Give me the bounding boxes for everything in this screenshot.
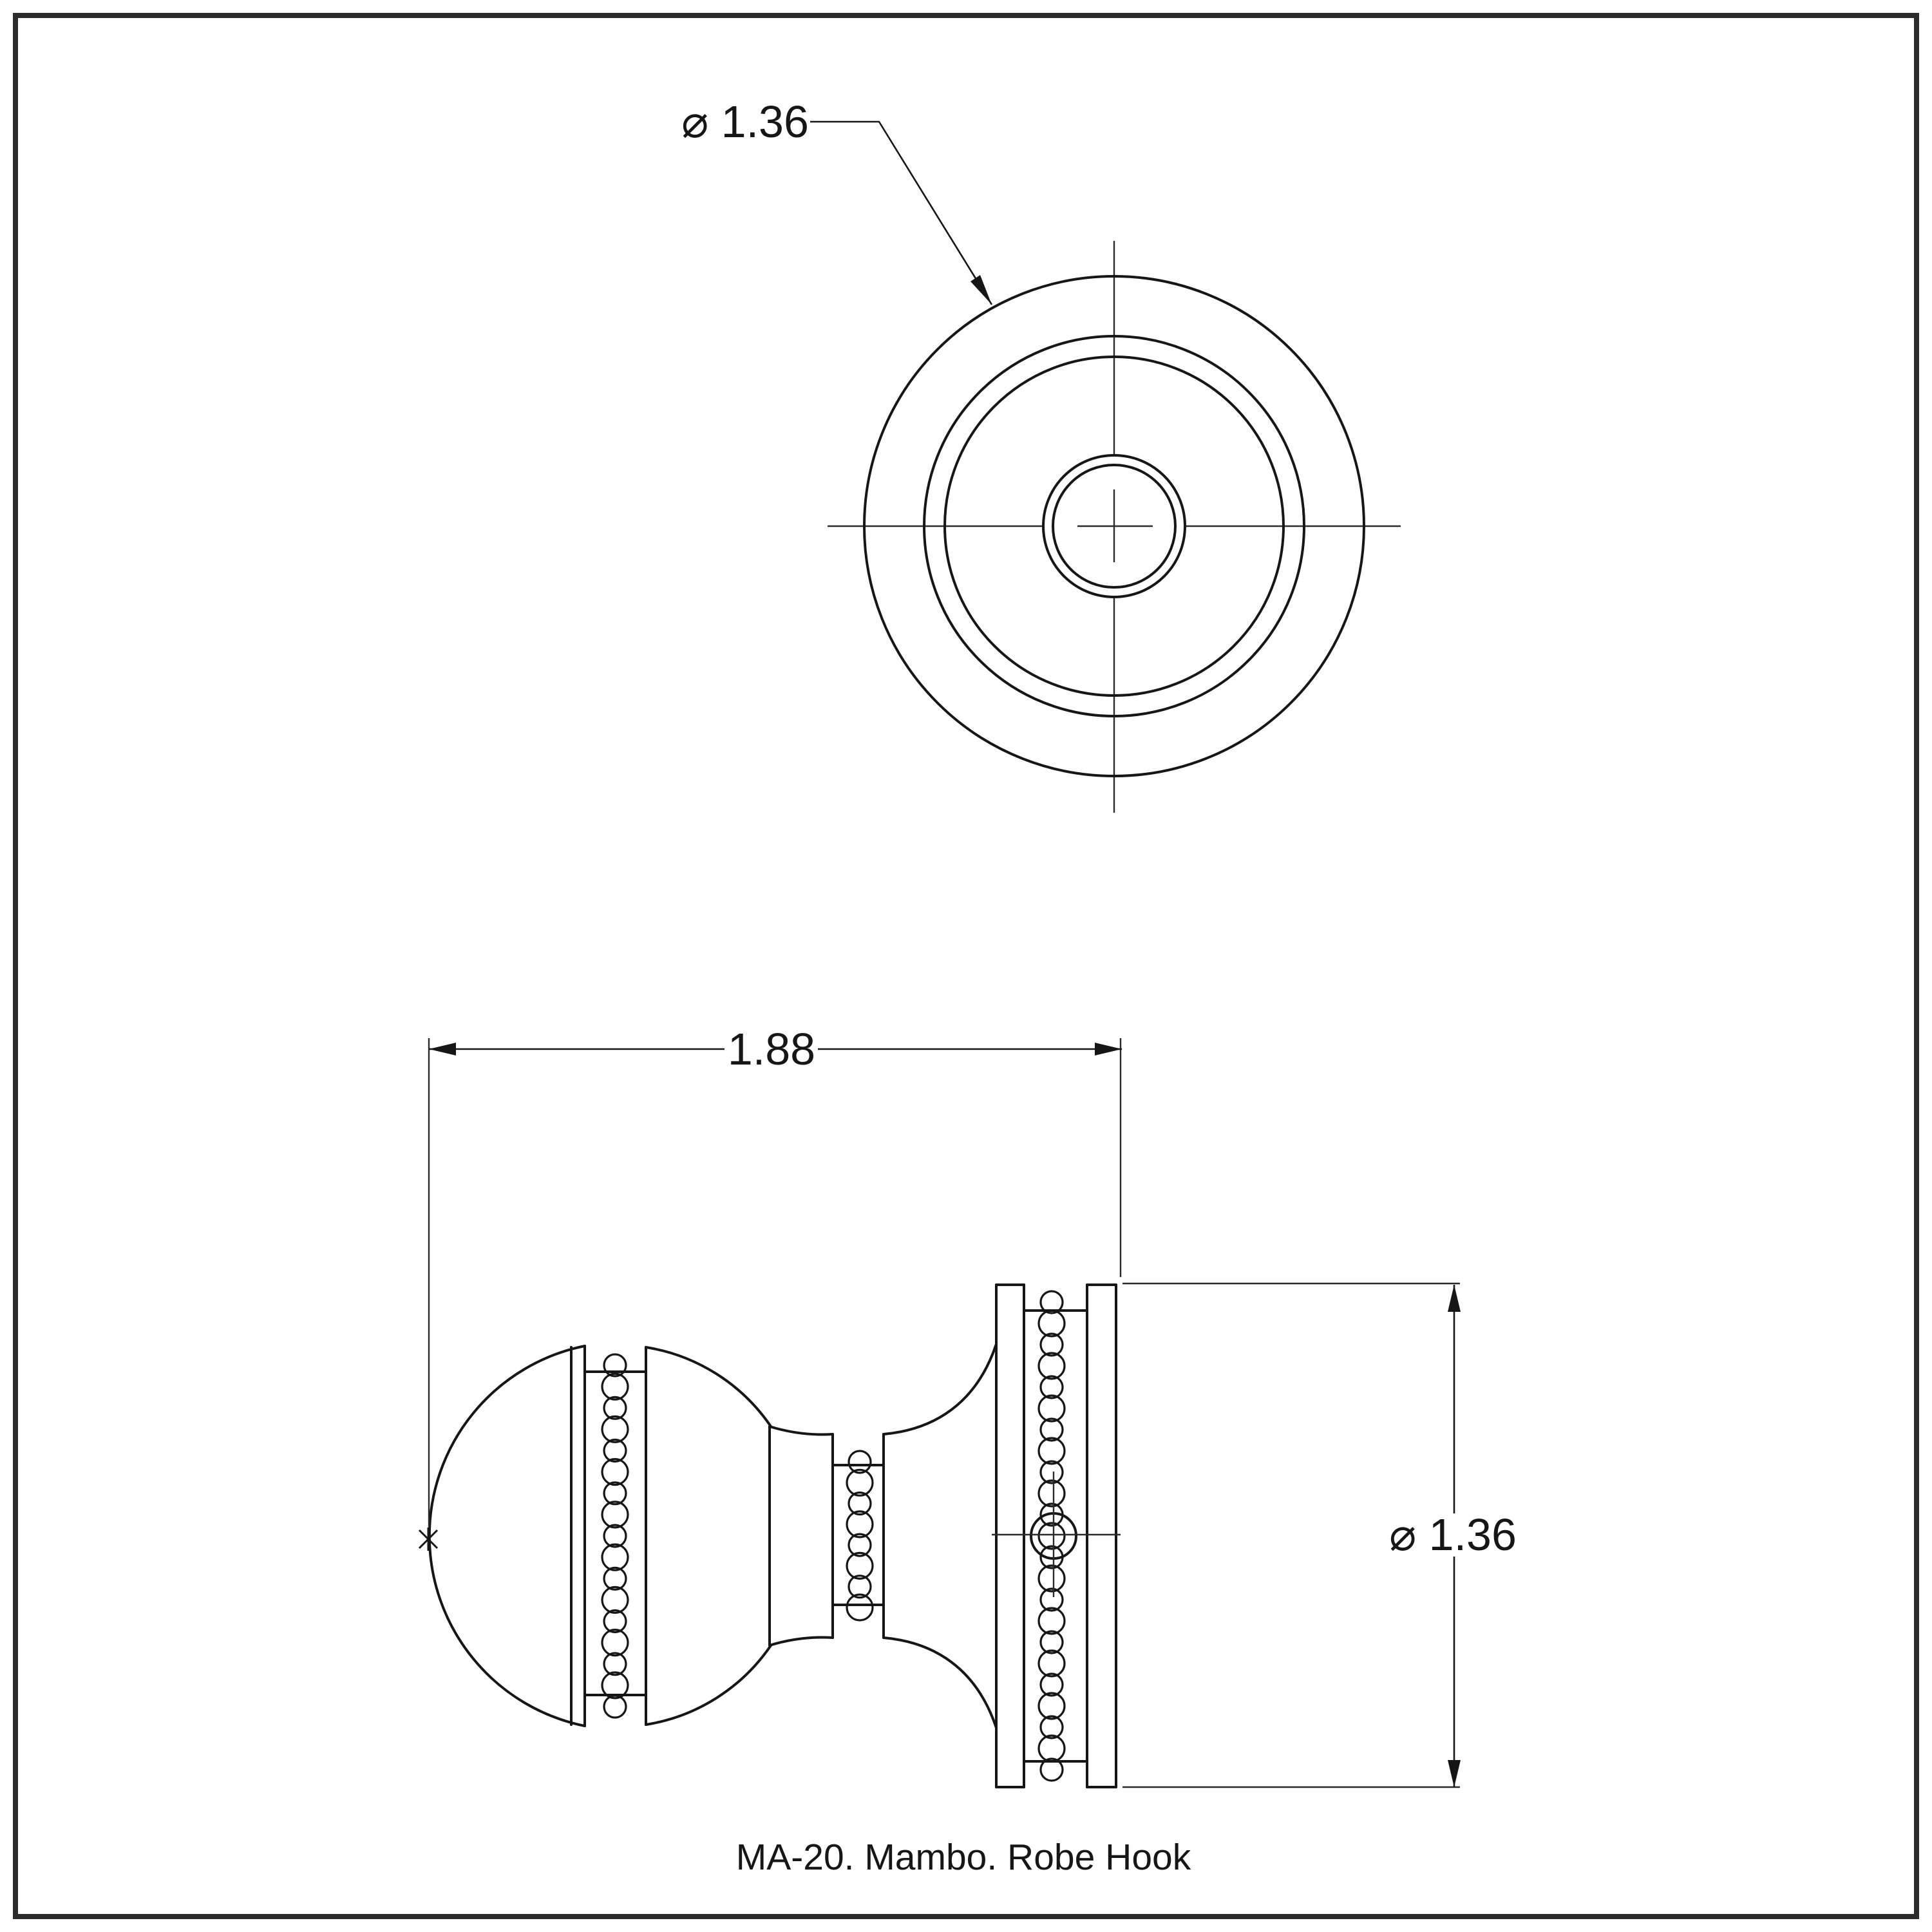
rim-circle xyxy=(923,335,1305,717)
plate-bead-ring xyxy=(1037,1290,1066,1782)
tangent-point-marker xyxy=(418,1528,439,1551)
neck xyxy=(768,1425,834,1647)
ball-bead-ring xyxy=(601,1353,629,1719)
neck-bottom-edge xyxy=(768,1636,834,1647)
groove-circle xyxy=(943,355,1285,697)
leader-arrowhead xyxy=(971,275,992,305)
top-view-circles xyxy=(863,275,1365,777)
outer-flange-circle xyxy=(863,275,1365,777)
top-view: ⌀ 1.36 xyxy=(681,97,1401,813)
width-dimension: 1.88 xyxy=(418,1024,1122,1551)
flare-bottom-curve xyxy=(882,1636,998,1729)
neck-top-edge xyxy=(768,1425,834,1436)
plate-diameter-dimension: ⌀ 1.36 xyxy=(1122,1282,1517,1788)
flare-top-curve xyxy=(882,1343,998,1435)
plate-diameter-label: ⌀ 1.36 xyxy=(1389,1510,1517,1560)
top-diameter-label: ⌀ 1.36 xyxy=(681,97,809,147)
hub-inner-circle xyxy=(1052,464,1177,589)
ball-front-top-arc xyxy=(645,1346,772,1428)
side-view: 1.88 ⌀ 1.36 xyxy=(418,1024,1517,1788)
hub-outer-circle xyxy=(1042,454,1186,598)
drawing-title: MA-20. Mambo. Robe Hook xyxy=(736,1837,1191,1878)
middle-bead-ring xyxy=(846,1450,874,1622)
middle-bead-collar xyxy=(831,1450,885,1622)
flare xyxy=(882,1343,998,1729)
page-border xyxy=(13,13,1919,1919)
top-diameter-dimension: ⌀ 1.36 xyxy=(681,97,993,305)
top-view-centerlines xyxy=(828,241,1401,813)
wall-plate xyxy=(992,1283,1121,1788)
ball-back-arc xyxy=(428,1345,586,1727)
knob-ball xyxy=(428,1345,772,1727)
width-dimension-label: 1.88 xyxy=(728,1024,815,1074)
ball-front-bottom-arc xyxy=(645,1644,772,1726)
